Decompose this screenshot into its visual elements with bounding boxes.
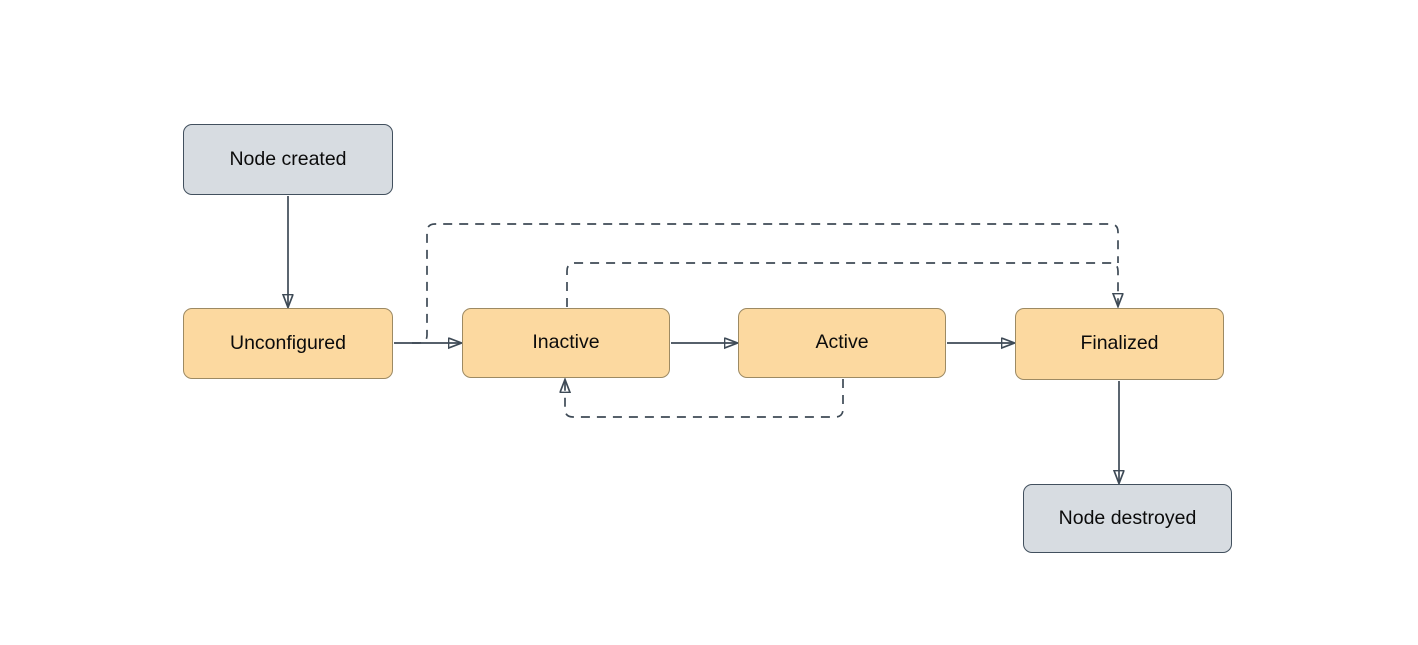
node-unconfigured: Unconfigured <box>183 308 393 379</box>
node-node-destroyed: Node destroyed <box>1023 484 1232 553</box>
node-label: Node created <box>229 147 347 170</box>
edge-unconfigured-to-finalized <box>412 223 1119 344</box>
edge-inactive-to-finalized <box>566 262 1118 307</box>
node-label: Active <box>815 331 869 354</box>
node-label: Unconfigured <box>230 331 346 354</box>
node-finalized: Finalized <box>1015 308 1224 380</box>
node-label: Finalized <box>1080 332 1159 355</box>
node-active: Active <box>738 308 946 378</box>
node-label: Inactive <box>532 331 600 354</box>
node-node-created: Node created <box>183 124 393 195</box>
edge-active-to-inactive <box>565 379 844 418</box>
node-inactive: Inactive <box>462 308 670 378</box>
node-label: Node destroyed <box>1058 506 1197 529</box>
